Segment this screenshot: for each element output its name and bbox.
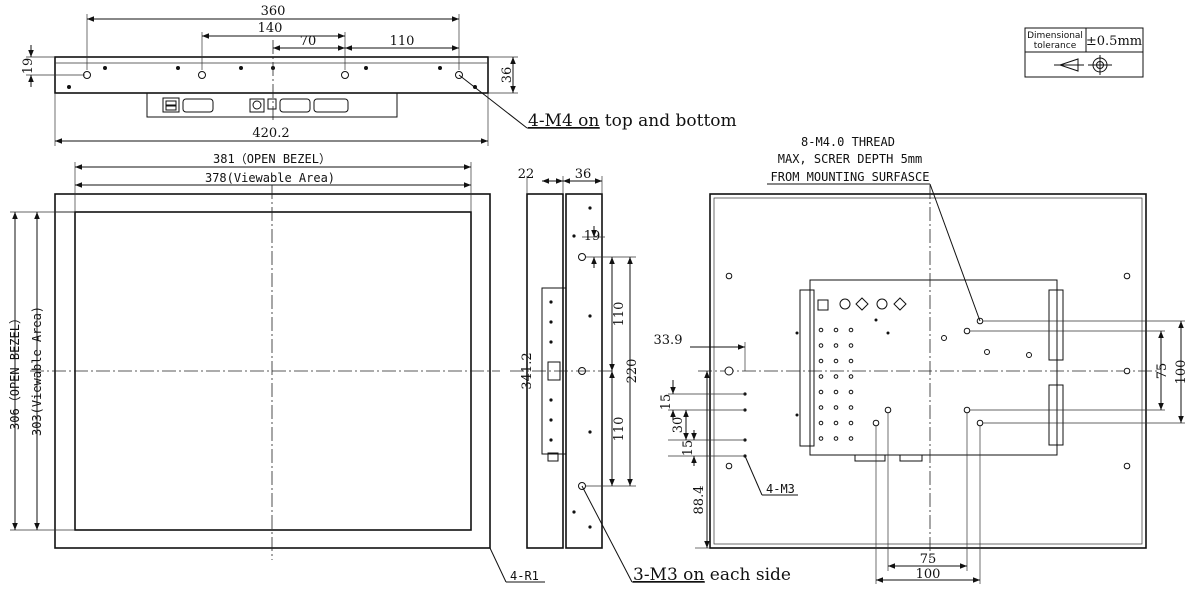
dim-15-top: 15 [659,394,674,411]
vent-hole [818,327,824,333]
tolerance-label-line1: Dimensional [1027,31,1083,41]
dim-22: 22 [518,167,535,182]
vent-hole [818,420,824,426]
vent-hole [818,374,824,379]
dim-110: 110 [390,34,415,49]
vent-hole [848,405,854,410]
vent-hole [818,436,824,441]
dim-341: 341.2 [520,352,535,389]
dim-open-bezel-height: 306（OPEN BEZEL） [8,312,22,430]
dim-19-top: 19 [21,58,36,75]
rear-view: 8-M4.0 THREAD MAX, SCRER DEPTH 5mm FROM … [654,135,1189,584]
dim-33-9: 33.9 [654,333,683,348]
dim-15-bottom: 15 [681,440,696,457]
thread-note-line3: FROM MOUNTING SURFASCE [771,170,930,184]
side-view-dots [549,206,592,529]
dim-88-4: 88.4 [692,486,707,515]
dim-30: 30 [671,417,686,434]
dim-open-bezel-width: 381（OPEN BEZEL） [213,152,331,166]
side-view: 22 36 19 110 220 110 341.2 3-M3 on each … [510,167,791,585]
dim-420: 420.2 [252,126,289,141]
dim-75-bottom: 75 [920,552,937,567]
vent-hole [833,420,839,426]
tolerance-box: Dimensional tolerance ±0.5mm [1024,27,1144,78]
thread-note-line1: 8-M4.0 THREAD [801,135,895,149]
dim-36-top: 36 [500,67,515,84]
rear-corner-screws [725,272,1131,470]
thread-note-line2: MAX, SCRER DEPTH 5mm [778,152,923,166]
dim-19-side: 19 [584,229,601,244]
m3-holes-left [743,392,747,458]
dim-75-right: 75 [1155,363,1170,380]
dim-viewable-width: 378(Viewable Area) [205,171,335,185]
vent-hole [818,405,824,410]
vent-hole [848,327,854,333]
m3-hole-label: 4-M3 [766,482,795,496]
tolerance-label-line2: tolerance [1034,41,1077,51]
top-view: 360 140 70 110 19 36 420.2 4-M4 on top a… [21,4,737,146]
top-view-holes [67,66,477,89]
vent-hole [848,436,854,441]
vent-hole [833,327,839,333]
vent-hole [848,358,854,364]
vent-hole [833,374,839,379]
dim-36-side: 36 [575,167,592,182]
rear-vent-grid [818,327,854,441]
vent-hole [833,405,839,410]
dim-viewable-height: 303(Viewable Area) [30,306,44,436]
vent-hole [848,389,854,395]
m3-callout: 3-M3 on each side [633,565,791,585]
dim-220: 220 [625,359,640,384]
vent-hole [833,358,839,364]
vent-hole [833,343,839,348]
vent-hole [818,358,824,364]
dim-100-right: 100 [1174,360,1189,385]
m4-callout: 4-M4 on top and bottom [528,111,737,131]
vent-hole [818,343,824,348]
vent-hole [833,389,839,395]
vent-hole [833,436,839,441]
dim-360: 360 [261,4,286,19]
corner-radius-label: 4-R1 [510,569,539,583]
vent-hole [848,374,854,379]
vent-hole [848,420,854,426]
rear-plate-features [795,297,1032,417]
dim-140: 140 [258,21,283,36]
vent-hole [818,389,824,395]
dim-110-side-top: 110 [612,302,627,327]
side-mount-holes [578,253,586,490]
vent-hole [848,343,854,348]
tolerance-value: ±0.5mm [1086,34,1142,49]
dim-70: 70 [300,34,317,49]
dim-110-side-bottom: 110 [612,417,627,442]
vesa-holes [724,317,984,427]
connector-ports [162,97,349,113]
front-view: 381（OPEN BEZEL） 378(Viewable Area) 306（O… [8,152,545,583]
dim-100-bottom: 100 [916,567,941,582]
projection-symbol-icon [1054,55,1112,75]
